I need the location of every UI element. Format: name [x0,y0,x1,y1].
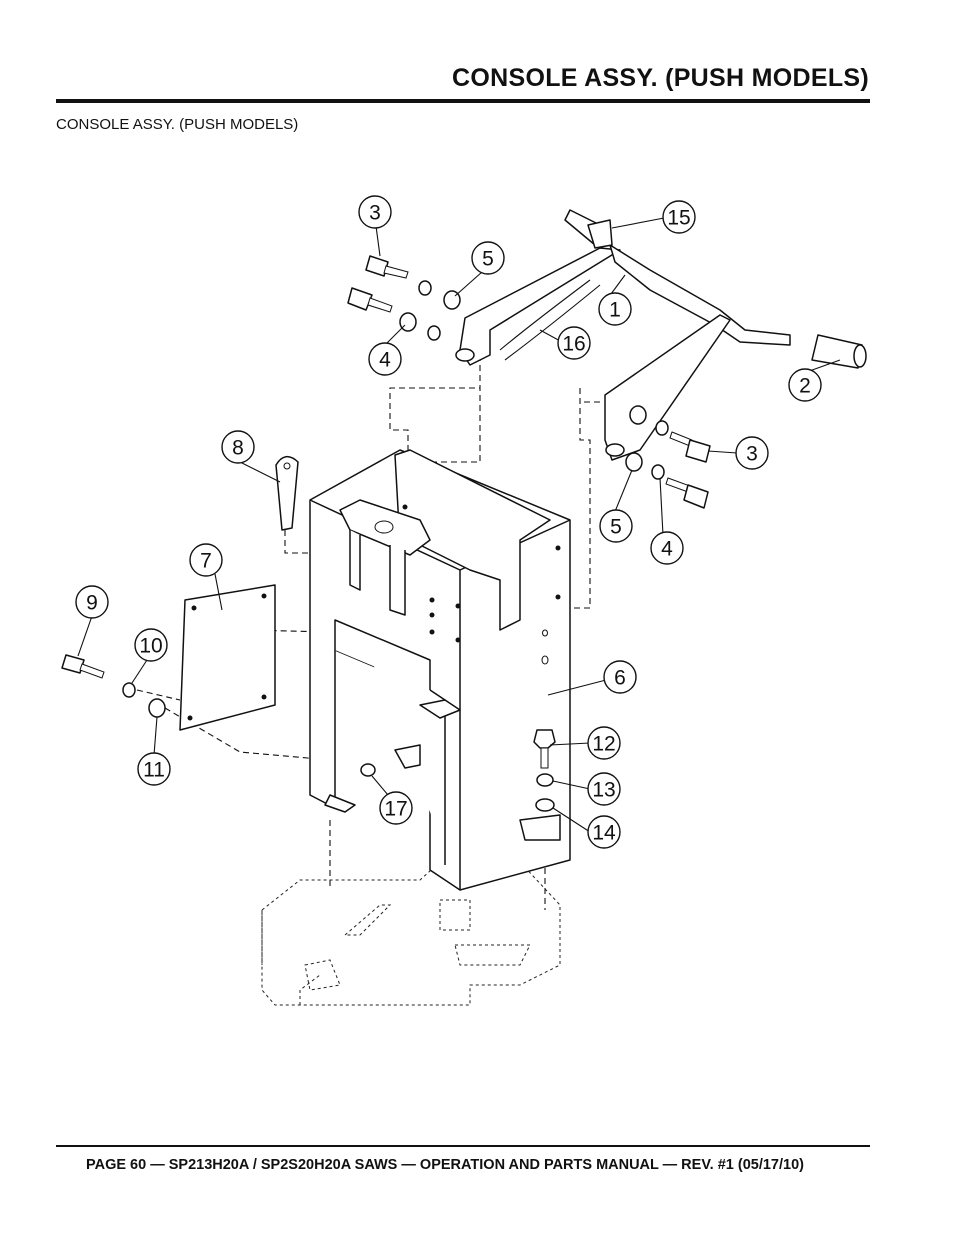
callout-3-top: 3 [358,195,392,229]
callout-16: 16 [557,326,591,360]
svg-text:14: 14 [592,822,616,845]
cover-plate [179,584,276,731]
svg-text:10: 10 [139,635,162,658]
base-frame-ghost [261,861,561,1006]
handle-assembly [455,209,791,461]
svg-text:5: 5 [610,516,622,539]
callout-8: 8 [221,430,255,464]
callout-3-right: 3 [735,436,769,470]
callout-5-right: 5 [599,509,633,543]
page-footer: PAGE 60 — SP213H20A / SP2S20H20A SAWS — … [86,1157,804,1173]
callout-2: 2 [788,368,822,402]
svg-text:5: 5 [482,248,494,271]
svg-text:4: 4 [379,349,391,372]
callout-4-right: 4 [650,531,684,565]
console-body [309,449,571,891]
svg-text:17: 17 [384,798,407,821]
page-title: CONSOLE ASSY. (PUSH MODELS) [452,64,869,92]
callout-7: 7 [189,543,223,577]
svg-text:3: 3 [746,443,758,466]
svg-text:1: 1 [609,299,621,322]
footer-rule [56,1145,870,1147]
callout-6: 6 [603,660,637,694]
callout-15: 15 [662,200,696,234]
callout-1: 1 [598,292,632,326]
svg-text:9: 9 [86,592,98,615]
svg-text:3: 3 [369,202,381,225]
svg-text:6: 6 [614,667,626,690]
section-label: CONSOLE ASSY. (PUSH MODELS) [56,116,299,133]
callout-17: 17 [379,791,413,825]
callout-13: 13 [587,772,621,806]
grip [811,334,867,369]
callout-14: 14 [587,815,621,849]
callout-5-top: 5 [471,241,505,275]
svg-text:15: 15 [667,207,690,230]
callout-11: 11 [137,752,171,786]
svg-text:16: 16 [562,333,585,356]
hardware [61,255,711,812]
bracket [275,456,299,531]
svg-text:8: 8 [232,437,244,460]
title-rule [56,99,870,103]
svg-text:2: 2 [799,375,811,398]
svg-text:4: 4 [661,538,673,561]
svg-text:7: 7 [200,550,212,573]
callout-9: 9 [75,585,109,619]
callout-4-top: 4 [368,342,402,376]
svg-text:12: 12 [592,733,615,756]
svg-text:13: 13 [592,779,615,802]
callout-12: 12 [587,726,621,760]
callout-10: 10 [134,628,168,662]
svg-text:11: 11 [143,759,165,782]
